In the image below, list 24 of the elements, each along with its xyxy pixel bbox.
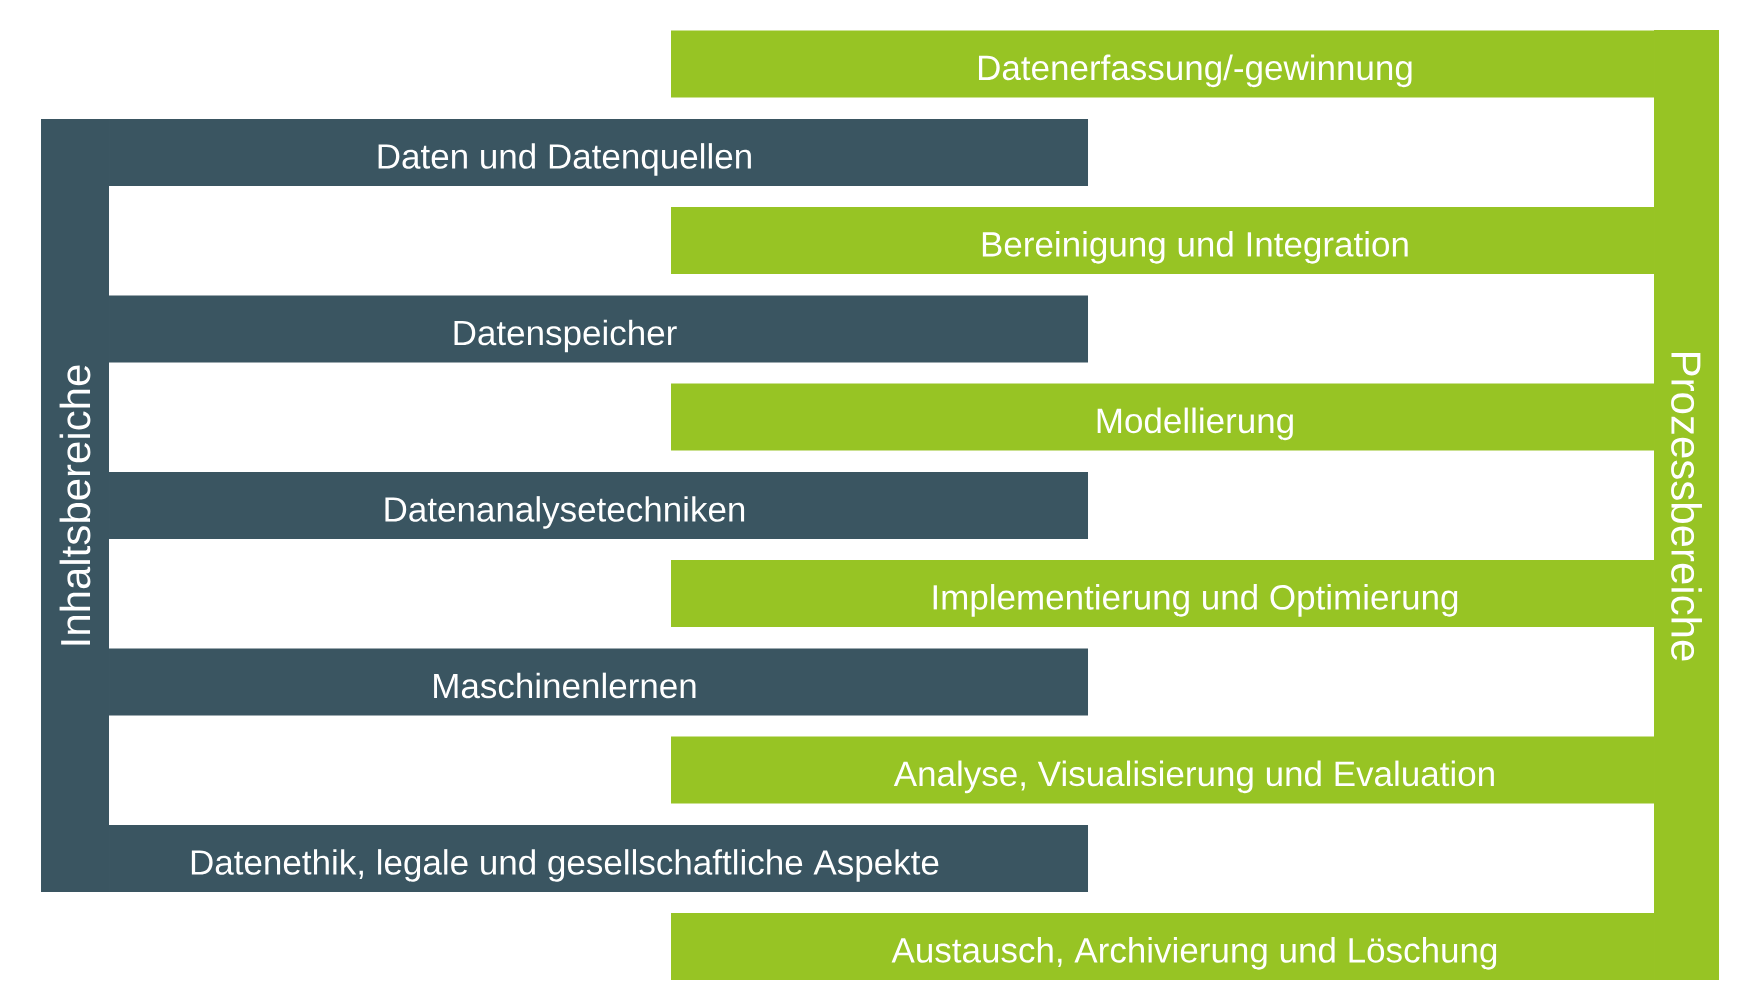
bar: Datenerfassung/-gewinnung: [671, 30, 1654, 98]
node-label: Analyse, Visualisierung und Evaluation: [893, 760, 1494, 794]
bar: Bereinigung und Integration: [671, 206, 1654, 274]
bar: Austausch, Archivierung und Löschung: [671, 912, 1654, 980]
node-label: Datenanalysetechniken: [385, 496, 745, 529]
node-label: Daten und Datenquellen: [378, 143, 751, 176]
node-label: Modellierung: [1097, 407, 1293, 441]
bar: Maschinenlernen: [109, 648, 1088, 716]
bar: Modellierung: [671, 383, 1654, 451]
bar: Implementierung und Optimierung: [671, 559, 1654, 627]
node-label: Austausch, Archivierung und Löschung: [891, 937, 1497, 970]
bar: Daten und Datenquellen: [109, 119, 1088, 186]
node-label: Datenerfassung/-gewinnung: [978, 54, 1412, 88]
node-label: Implementierung und Optimierung: [933, 584, 1458, 617]
bar: Datenspeicher: [109, 295, 1088, 363]
node-label: Bereinigung und Integration: [982, 231, 1408, 264]
node-label: Maschinenlernen: [434, 672, 696, 699]
side-band: Prozessbereiche: [1654, 30, 1719, 980]
bar: Analyse, Visualisierung und Evaluation: [671, 736, 1654, 804]
node-label: Datenspeicher: [454, 319, 677, 353]
node-label: Datenethik, legale und gesellschaftliche Aspekte: [191, 849, 939, 882]
bar: Datenethik, legale und gesellschaftliche Aspekte: [109, 825, 1088, 892]
side-band: Inhaltsbereiche: [41, 119, 109, 892]
bar: Datenanalysetechniken: [109, 472, 1088, 539]
